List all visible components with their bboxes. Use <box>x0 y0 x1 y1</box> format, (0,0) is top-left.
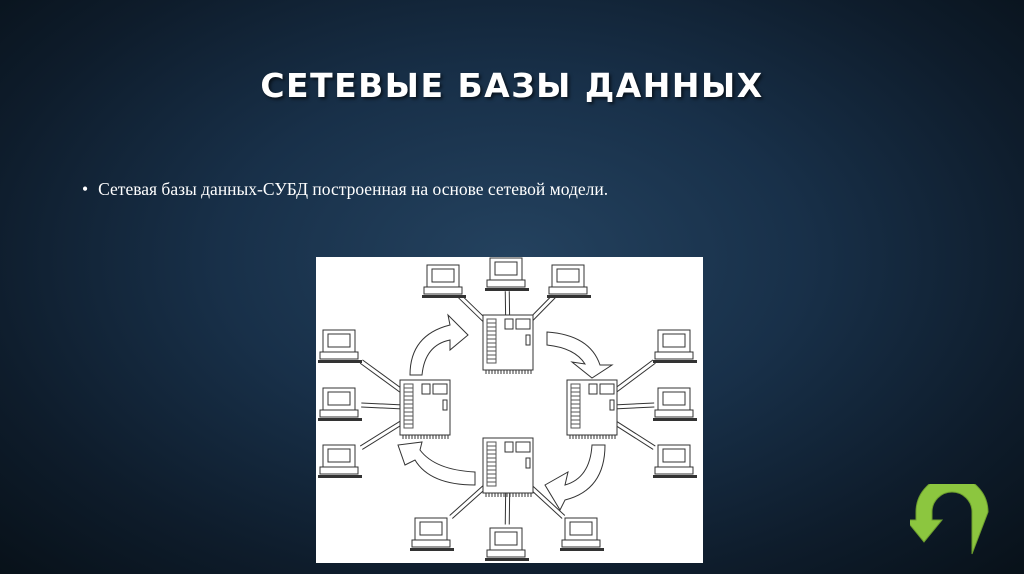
workstation-computer <box>653 329 697 363</box>
server <box>566 379 618 439</box>
workstation-computer <box>422 264 466 298</box>
connection-arrow <box>611 419 656 450</box>
workstation-computer <box>485 257 529 291</box>
bullet-text: Сетевая базы данных-СУБД построенная на … <box>98 179 609 199</box>
connection-arrow <box>359 359 406 395</box>
workstation-computer <box>560 517 604 551</box>
workstation-computer <box>485 527 529 561</box>
replication-curved-arrow <box>409 313 469 376</box>
u-turn-back-icon[interactable] <box>910 484 990 559</box>
workstation-computer <box>318 329 362 363</box>
replication-curved-arrow <box>544 444 606 512</box>
network-database-diagram <box>316 257 703 563</box>
bullet-dot: • <box>82 179 89 199</box>
server <box>399 379 451 439</box>
connection-arrow <box>611 359 656 395</box>
workstation-computer <box>410 517 454 551</box>
slide-title: СЕТЕВЫЕ БАЗЫ ДАННЫХ <box>260 66 764 105</box>
workstation-computer <box>653 444 697 478</box>
connection-arrow <box>359 419 406 450</box>
workstation-computer <box>318 387 362 421</box>
server <box>482 437 534 497</box>
workstation-computer <box>653 387 697 421</box>
connection-arrow <box>361 402 404 410</box>
replication-curved-arrow <box>397 441 476 486</box>
server <box>482 314 534 374</box>
workstation-computer <box>318 444 362 478</box>
workstation-computer <box>547 264 591 298</box>
replication-curved-arrow <box>546 331 614 379</box>
connection-arrow <box>612 402 655 410</box>
bullet-item: • Сетевая базы данных-СУБД построенная на… <box>82 179 608 200</box>
